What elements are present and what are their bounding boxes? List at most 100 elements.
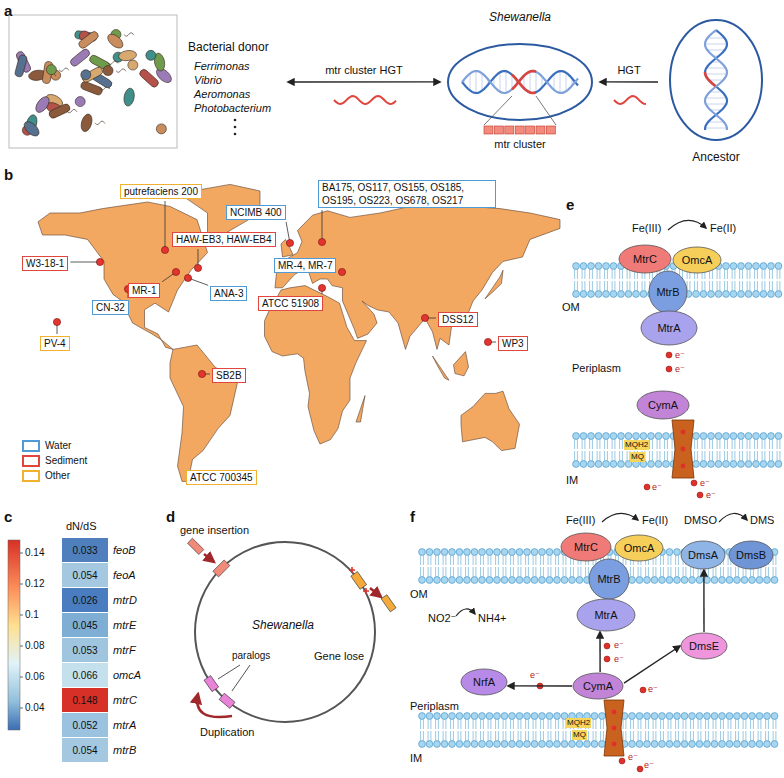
lipid-head xyxy=(760,433,767,440)
lipid-tail xyxy=(588,567,589,578)
lipid-head xyxy=(775,461,782,468)
lipid-tail xyxy=(533,567,534,578)
lipid-tail xyxy=(720,567,721,578)
protein-name: DmsA xyxy=(688,549,718,562)
quinone: MQ xyxy=(572,730,587,740)
lipid-head xyxy=(456,741,463,748)
lipid-tail xyxy=(510,731,511,742)
lipid-tail xyxy=(670,718,671,729)
reaction-arrow xyxy=(668,220,706,230)
dna-rung xyxy=(707,38,724,39)
sampling-site xyxy=(338,268,345,275)
lipid-tail xyxy=(435,567,436,578)
lipid-tail xyxy=(607,281,608,292)
gene-name: feoB xyxy=(113,544,136,557)
lipid-tail xyxy=(550,731,551,742)
leader-line xyxy=(286,222,289,240)
lipid-tail xyxy=(775,554,776,565)
strain-name: MR-4, MR-7 xyxy=(278,259,332,272)
sampling-site xyxy=(184,274,191,281)
lipid-tail xyxy=(443,718,444,729)
protein-body xyxy=(729,541,773,569)
lipid-head xyxy=(640,461,647,468)
lipid-tail xyxy=(498,731,499,742)
lipid-tail xyxy=(548,567,549,578)
lipid-tail xyxy=(715,718,716,729)
leader-line xyxy=(57,325,58,334)
lipid-tail xyxy=(772,268,773,279)
lipid-head xyxy=(588,291,595,298)
lipid-tail xyxy=(582,268,583,279)
lipid-tail xyxy=(754,451,755,462)
annotation: paralogs xyxy=(232,650,270,662)
lipid-tail xyxy=(445,718,446,729)
bacterium xyxy=(75,97,85,107)
lipid-tail xyxy=(630,718,631,729)
lipid-tail xyxy=(694,438,695,449)
lipid-tail xyxy=(518,718,519,729)
lipid-tail xyxy=(685,731,686,742)
lipid-tail xyxy=(657,438,658,449)
lipid-tail xyxy=(732,268,733,279)
lipid-tail xyxy=(430,731,431,742)
lipid-head xyxy=(618,433,625,440)
map-land xyxy=(281,239,293,257)
lipid-head xyxy=(539,549,546,556)
lipid-tail xyxy=(659,438,660,449)
sampling-site xyxy=(286,239,293,246)
lipid-head xyxy=(479,713,486,720)
lipid-tail xyxy=(520,718,521,729)
lipid-tail xyxy=(633,718,634,729)
lipid-head xyxy=(629,577,636,584)
lipid-tail xyxy=(638,567,639,578)
lipid-tail xyxy=(642,281,643,292)
lipid-head xyxy=(595,461,602,468)
lipid-tail xyxy=(488,554,489,565)
lipid-tail xyxy=(603,718,604,729)
gene-block xyxy=(204,676,219,692)
reaction-arrow xyxy=(456,609,475,616)
bacterium xyxy=(14,54,27,77)
lipid-tail xyxy=(648,718,649,729)
sampling-site xyxy=(318,284,325,291)
legend: WaterSedimentOther xyxy=(22,438,87,483)
lipid-head xyxy=(644,577,651,584)
lipid-head xyxy=(681,577,688,584)
electron-dot xyxy=(644,484,650,490)
leader-line xyxy=(70,262,97,263)
lipid-tail xyxy=(762,451,763,462)
heatmap-cell: 0.033 xyxy=(62,538,108,563)
lipid-head xyxy=(730,461,737,468)
lipid-tail xyxy=(732,438,733,449)
lipid-tail xyxy=(659,451,660,462)
lipid-tail xyxy=(498,554,499,565)
lipid-head xyxy=(434,741,441,748)
lipid-tail xyxy=(468,731,469,742)
substrate: DMS xyxy=(750,514,774,527)
lipid-head xyxy=(449,577,456,584)
lipid-head xyxy=(580,461,587,468)
map-land xyxy=(454,352,469,376)
bacterium xyxy=(48,103,71,120)
lipid-tail xyxy=(593,731,594,742)
deletion-mark xyxy=(349,567,369,594)
genome-group: Shewanellamtr cluster xyxy=(440,10,600,158)
lipid-tail xyxy=(664,438,665,449)
lipid-head xyxy=(760,291,767,298)
lipid-tail xyxy=(505,554,506,565)
dna-rung xyxy=(705,44,727,45)
lipid-tail xyxy=(623,731,624,742)
lipid-tail xyxy=(708,718,709,729)
node-label: mtr cluster xyxy=(440,138,600,150)
lipid-tail xyxy=(443,554,444,565)
protein-shape: MtrB xyxy=(588,558,630,600)
lipid-head xyxy=(719,577,726,584)
protein-name: NrfA xyxy=(473,676,495,689)
lipid-tail xyxy=(420,731,421,742)
lipid-tail xyxy=(670,731,671,742)
lipid-tail xyxy=(614,451,615,462)
lipid-tail xyxy=(777,268,778,279)
lipid-tail xyxy=(739,268,740,279)
lipid-tail xyxy=(430,567,431,578)
